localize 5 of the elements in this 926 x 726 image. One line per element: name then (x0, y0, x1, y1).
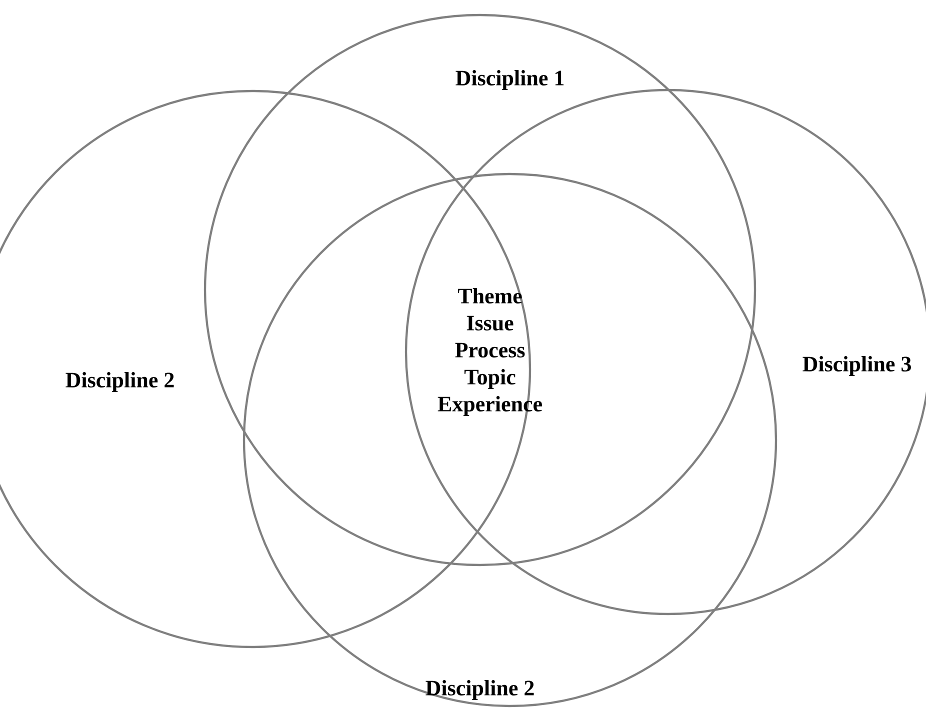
circle-label: Discipline 2 (426, 680, 534, 700)
center-text: Theme Issue Process Topic Experience (438, 288, 542, 416)
circle-label: Discipline 1 (456, 70, 564, 90)
circle-label: Discipline 3 (802, 356, 911, 376)
circle-label: Discipline 2 (66, 372, 174, 392)
